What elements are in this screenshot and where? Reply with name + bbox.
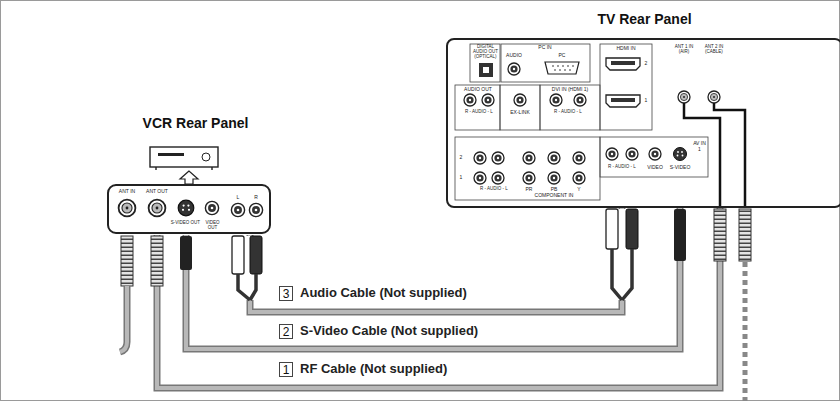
cable-core [157,208,720,388]
panel-frame [446,38,840,208]
cable-label: RF Cable (Not supplied) [298,361,449,377]
callout-number: 1 [279,362,293,377]
port-label: R - AUDIO - L [470,187,518,192]
callout-number: 3 [279,286,293,301]
port-label: DIGITAL AUDIO OUT (OPTICAL) [472,45,499,60]
port-label: 2 [642,61,650,67]
port-label: AV IN 1 [692,141,707,152]
port-label: R - AUDIO - L [458,110,500,115]
port-label: ANT IN [113,189,141,195]
port-label: R [251,195,261,201]
port-label: PB [547,187,561,193]
cable-outline [157,208,720,388]
port-label: VIDEO OUT [201,221,224,231]
panel-heading: VCR Rear Panel [110,115,281,131]
port-label: PR [522,187,536,193]
cable-core [250,208,622,312]
panel-heading: TV Rear Panel [446,11,840,27]
callout-number: 2 [279,324,293,339]
port-label: PC [542,53,582,59]
port-label: R - AUDIO - L [544,110,592,115]
port-label: L [233,195,243,201]
port-label: 2 [457,155,465,161]
port-label: ANT 2 IN (CABLE) [699,45,729,55]
cable-label: Audio Cable (Not supplied) [298,285,469,301]
port-label: 1 [642,98,650,104]
port-label: R - AUDIO - L [602,165,642,170]
port-label: Y [572,187,586,193]
port-label: AUDIO [503,53,525,59]
device-panel: VCR Rear Panel [110,112,281,235]
cable-label: S-Video Cable (Not supplied) [298,323,480,339]
port-label: 1 [457,175,465,181]
port-label: PC IN [502,45,588,51]
port-label: COMPONENT IN [520,193,588,199]
port-label: ANT OUT [142,189,172,195]
cable [250,208,622,312]
device-panel: TV Rear Panel [446,8,840,208]
port-label: EX-LINK [502,110,538,116]
port-label: DVI IN (HDMI 1) [542,87,598,93]
port-label: VIDEO [643,165,667,171]
port-label: HDMI IN [602,46,650,52]
port-label: AUDIO OUT [457,87,499,93]
cable [157,208,720,388]
cable-outline [250,208,622,312]
port-label: S-VIDEO OUT [170,221,201,226]
port-label: S-VIDEO [666,165,694,171]
port-label: ANT 1 IN (AIR) [670,45,698,55]
